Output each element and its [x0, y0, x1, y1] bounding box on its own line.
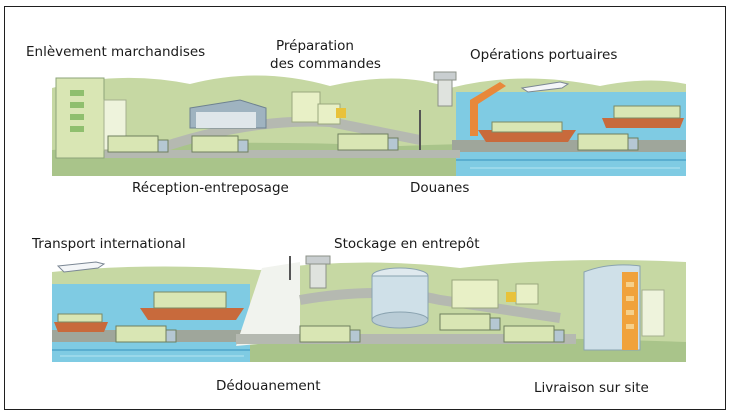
bottom-customs-tower	[309, 261, 327, 289]
top-customs-tower	[437, 77, 453, 107]
bottom-ship	[140, 308, 244, 320]
top-port-crane	[470, 82, 506, 136]
label-transport-international: Transport international	[32, 236, 186, 252]
top-ship	[478, 130, 576, 142]
top-panel-illustration	[52, 71, 686, 176]
bottom-panel-illustration	[52, 255, 686, 362]
bottom-road	[236, 334, 576, 344]
bottom-ramp	[236, 262, 300, 346]
bottom-trucks	[115, 313, 565, 343]
top-prep-boxes	[291, 91, 321, 123]
label-enlevement-marchandises: Enlèvement marchandises	[26, 44, 206, 60]
label-des-commandes: des commandes	[270, 56, 381, 72]
label-livraison-sur-site: Livraison sur site	[534, 380, 649, 396]
bottom-storage-boxes	[451, 279, 499, 309]
label-dedouanement: Dédouanement	[216, 378, 321, 394]
label-stockage-en-entrepot: Stockage en entrepôt	[334, 236, 480, 252]
bottom-airplane	[56, 261, 106, 273]
label-preparation: Préparation	[276, 38, 354, 54]
label-operations-portuaires: Opérations portuaires	[470, 47, 618, 63]
top-airplane	[520, 81, 570, 93]
label-reception-entreposage: Réception-entreposage	[132, 180, 289, 196]
top-trucks	[107, 133, 639, 153]
label-douanes: Douanes	[410, 180, 470, 196]
